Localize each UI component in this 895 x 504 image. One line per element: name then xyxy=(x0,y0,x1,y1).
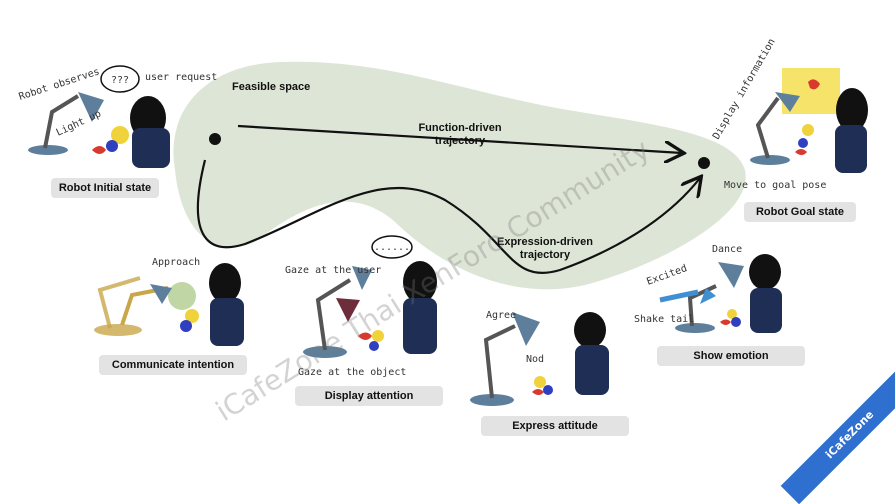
robot-goal-state-label: Robot Goal state xyxy=(744,202,856,222)
express-attitude-label: Express attitude xyxy=(481,416,629,436)
display-attention-label: Display attention xyxy=(295,386,443,406)
excited-text: Excited xyxy=(645,263,688,288)
gaze-object-text: Gaze at the object xyxy=(298,367,406,378)
communicate-intention-label: Communicate intention xyxy=(99,355,247,375)
communicate-intention-illustration xyxy=(94,263,244,346)
gaze-user-text: Gaze at the user xyxy=(285,265,381,276)
approach-text: Approach xyxy=(152,257,200,268)
express-attitude-illustration xyxy=(470,312,609,406)
dance-text: Dance xyxy=(712,244,742,255)
start-point xyxy=(209,133,221,145)
nod-text: Nod xyxy=(526,354,544,365)
speech-question-marks: ??? xyxy=(111,75,129,86)
function-trajectory-line xyxy=(237,124,682,153)
feasible-space-label: Feasible space xyxy=(232,81,310,93)
expression-trajectory-line xyxy=(196,159,700,275)
shake-tail-text: Shake tail xyxy=(634,314,694,325)
agree-text: Agree xyxy=(486,310,516,321)
robot-initial-state-label: Robot Initial state xyxy=(51,178,159,198)
goal-point xyxy=(698,157,710,169)
move-to-goal-text: Move to goal pose xyxy=(724,180,826,191)
user-request-text: user request xyxy=(145,72,217,83)
goal-state-illustration xyxy=(750,68,868,173)
feasible-space-region xyxy=(173,61,746,290)
light-up-text: Light up xyxy=(55,108,103,138)
display-attention-illustration xyxy=(303,235,437,358)
show-emotion-label: Show emotion xyxy=(657,346,805,366)
lamp-head-initial xyxy=(78,92,104,122)
initial-state-illustration xyxy=(28,65,170,168)
ellipsis-bubble-text: ...... xyxy=(374,242,410,253)
display-information-text: Display information xyxy=(711,37,778,142)
show-emotion-illustration xyxy=(659,254,782,333)
